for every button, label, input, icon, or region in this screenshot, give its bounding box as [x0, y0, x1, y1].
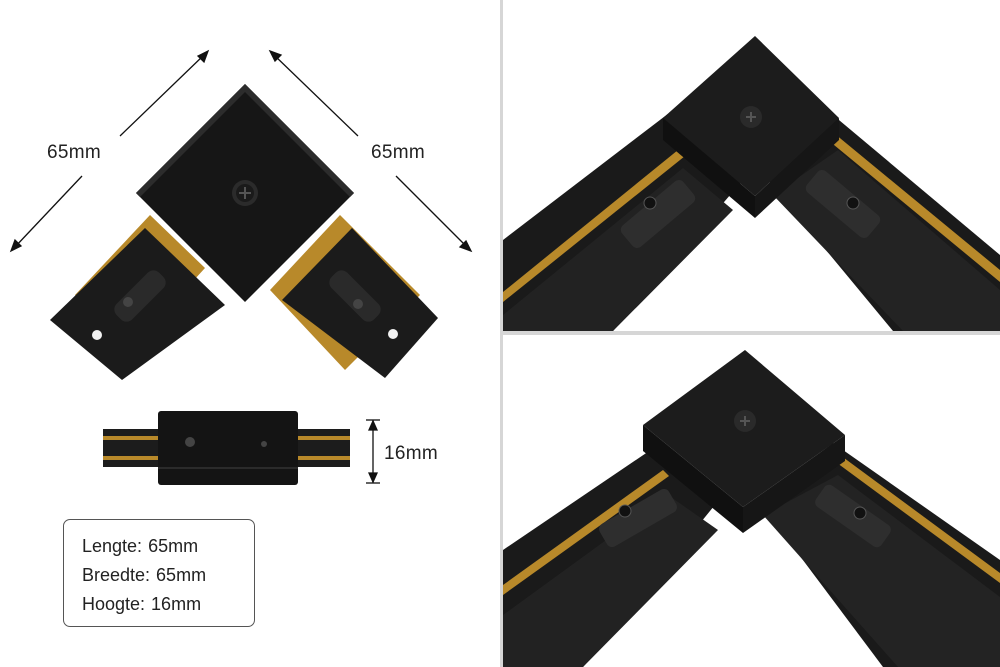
product-dimension-panel: 65mm 65mm 16mm Lengte:65mm Breedte:65mm …	[9, 49, 473, 627]
brass-strip-left	[503, 470, 669, 595]
l-connector-top-view	[9, 49, 473, 485]
side-body	[158, 411, 298, 485]
arrow-icon	[196, 49, 210, 64]
spec-value: 65mm	[148, 536, 199, 556]
l-connector-side-view	[103, 411, 350, 485]
clamp-right	[329, 270, 381, 322]
brass-strip-left	[503, 150, 685, 302]
clamp-left	[114, 270, 166, 322]
mounting-hole-left	[92, 330, 102, 340]
clamp-right	[805, 170, 881, 238]
spec-box: Lengte:65mm Breedte:65mm Hoogte:16mm	[63, 519, 255, 627]
installed-photo-top	[503, 0, 1000, 331]
arrow-icon	[367, 472, 379, 484]
installed-connector-illustration	[503, 36, 1000, 331]
clamp-left	[620, 180, 696, 248]
brass-strip-right	[828, 134, 1000, 282]
brass-strip-right	[833, 455, 1000, 583]
spec-row-length: Lengte:65mm	[82, 532, 254, 561]
spec-label: Breedte:	[82, 565, 151, 585]
spec-label: Lengte:	[82, 536, 143, 556]
clamp-left	[599, 488, 677, 548]
dim-line-left-lower	[13, 175, 83, 249]
mounting-hole-right	[388, 329, 398, 339]
arrow-icon	[458, 239, 473, 253]
arrow-icon	[367, 419, 379, 431]
spec-row-height: Hoogte:16mm	[82, 590, 254, 619]
spec-value: 16mm	[151, 594, 202, 614]
arrow-icon	[268, 49, 283, 63]
spec-label: Hoogte:	[82, 594, 146, 614]
spec-value: 65mm	[156, 565, 207, 585]
dim-line-right-upper	[272, 53, 359, 137]
vertical-divider	[500, 0, 503, 667]
dimension-lines	[9, 49, 473, 484]
spec-row-width: Breedte:65mm	[82, 561, 254, 590]
installed-photo-bottom	[503, 335, 1000, 667]
clamp-right	[815, 484, 891, 548]
dim-label-height: 16mm	[384, 443, 438, 464]
horizontal-divider	[503, 331, 1000, 335]
installed-connector-illustration	[503, 350, 1000, 667]
dim-line-left-upper	[119, 53, 206, 137]
dim-line-right-lower	[395, 175, 469, 249]
arrow-icon	[9, 238, 23, 253]
dim-label-width: 65mm	[371, 142, 425, 163]
dim-label-length: 65mm	[47, 142, 101, 163]
